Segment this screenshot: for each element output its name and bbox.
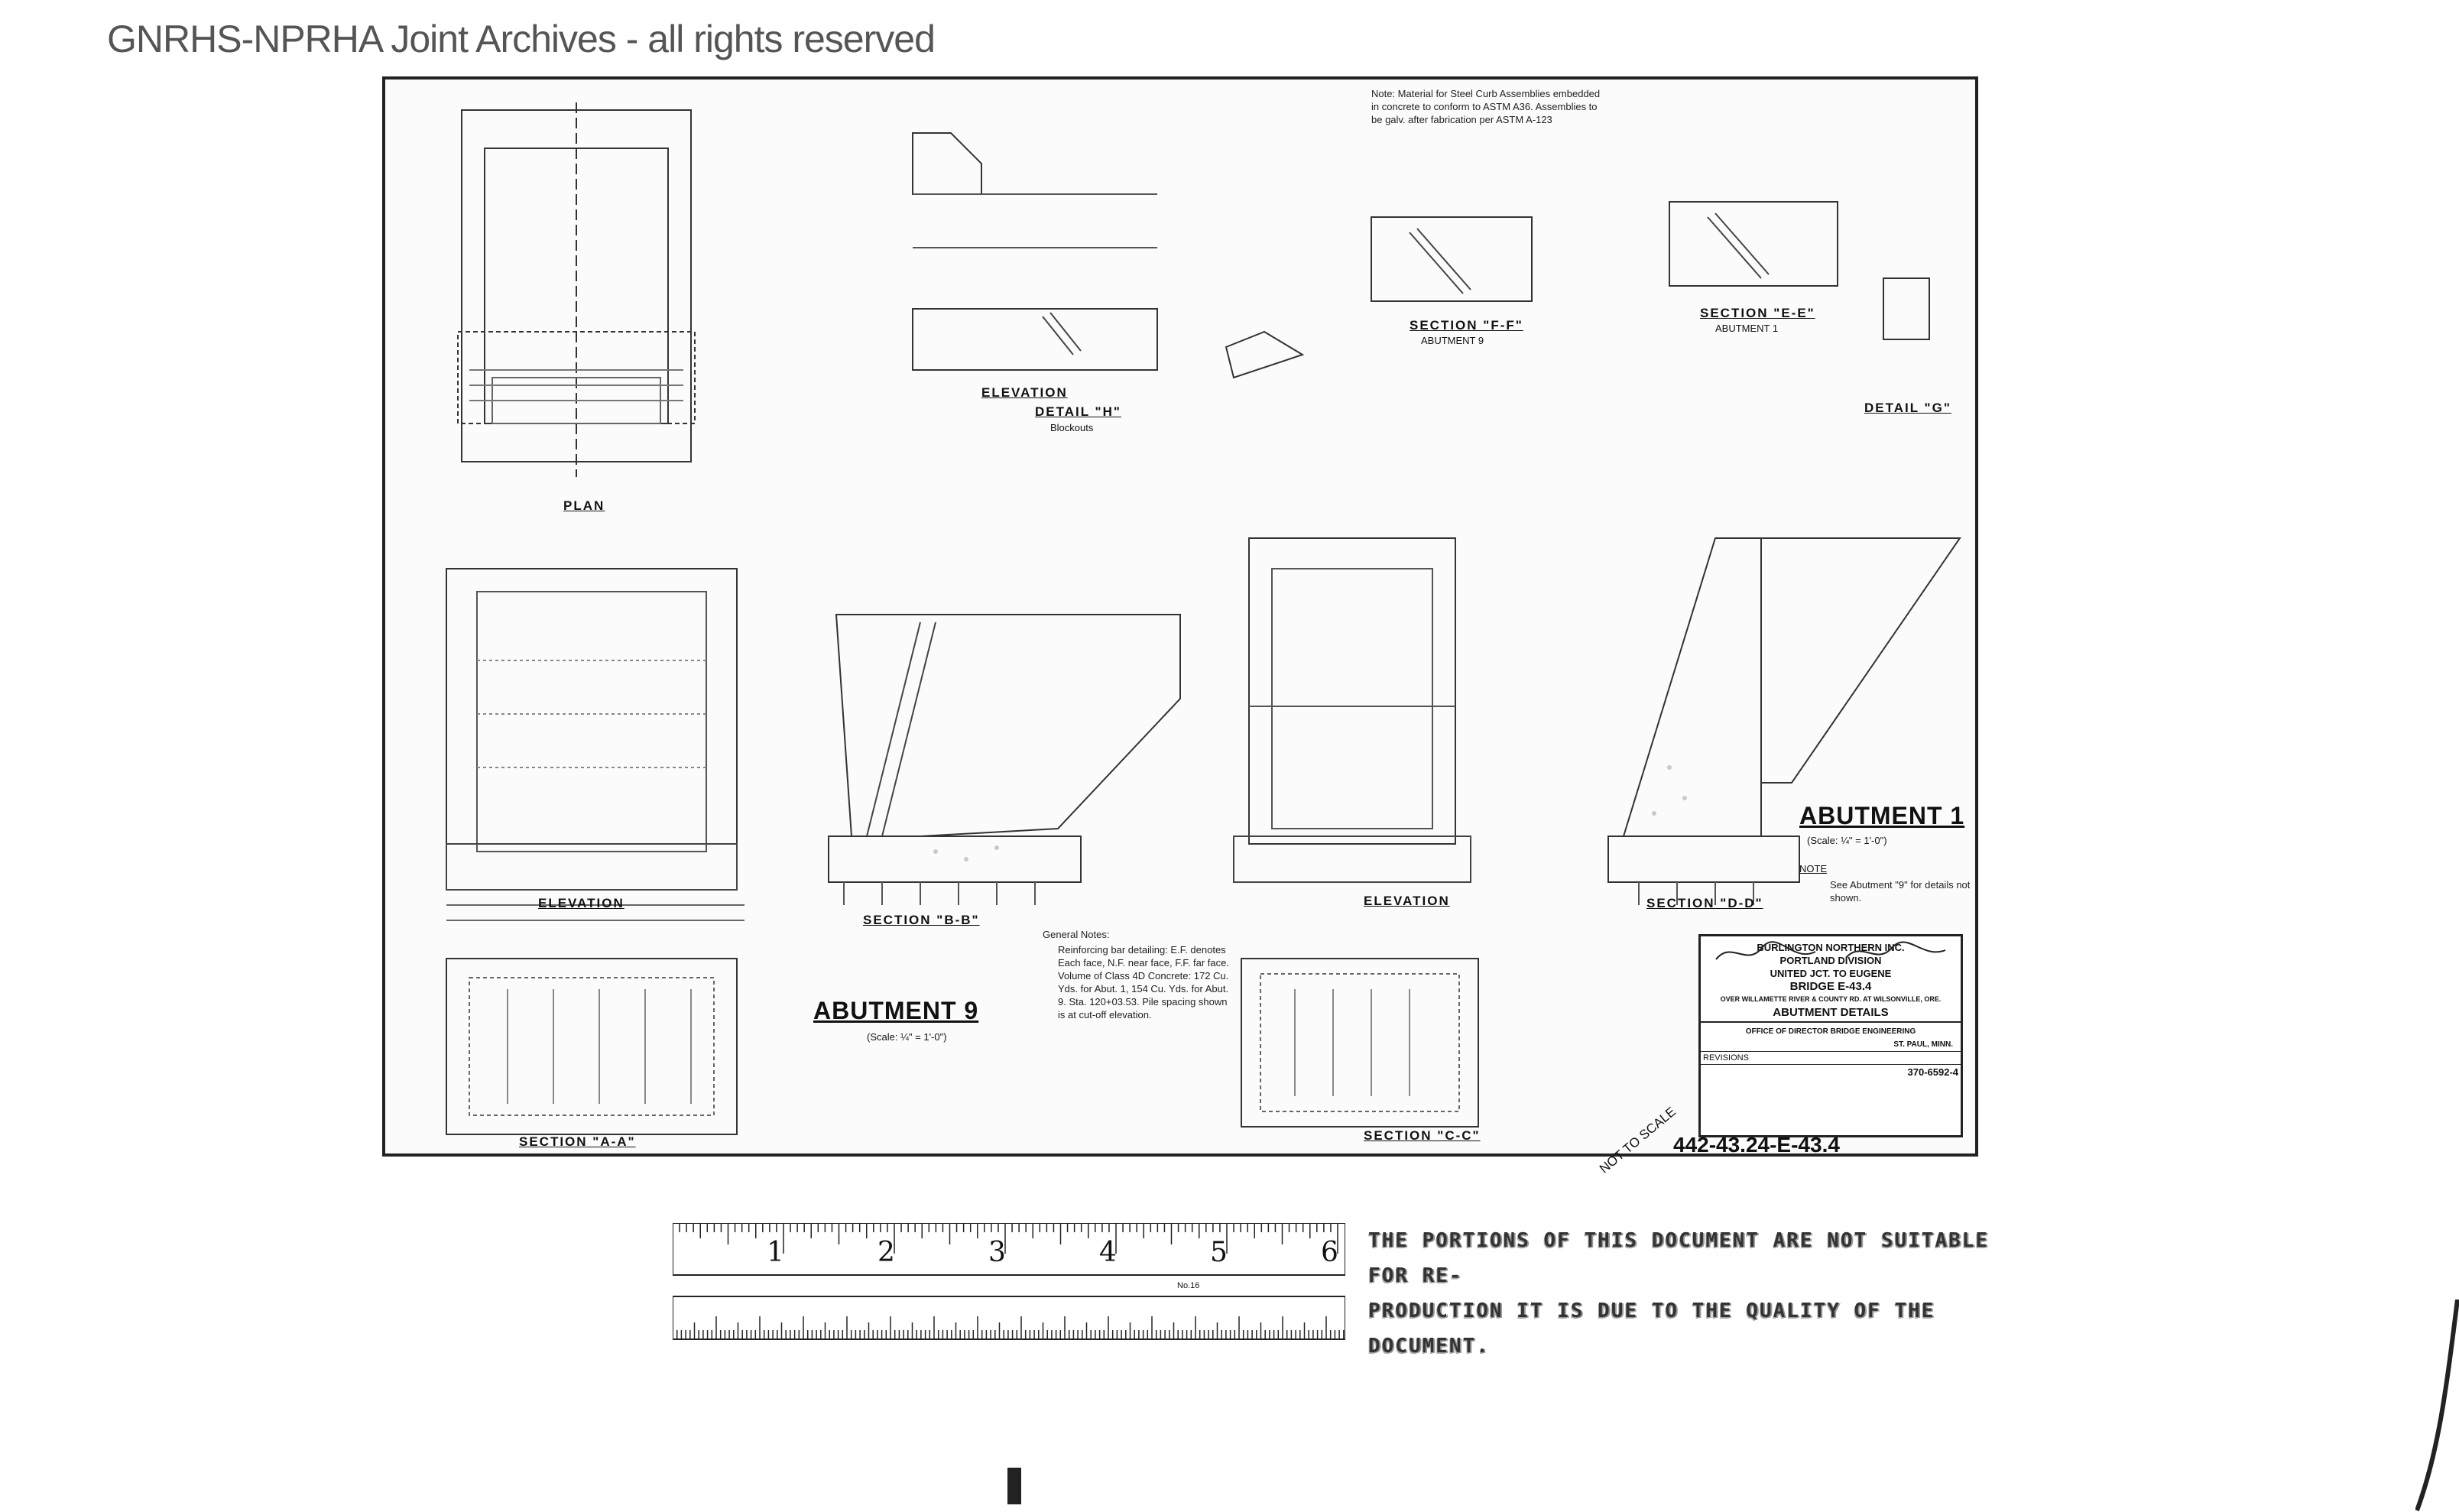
ruler-number-3: 3 [988,1237,1006,1268]
ruler-number-2: 2 [878,1237,895,1268]
registration-mark [1007,1468,1021,1504]
detail-h-blockout [1225,330,1305,379]
label-section-a: SECTION "A-A" [519,1134,636,1149]
tb-bridge: BRIDGE E-43.4 [1789,980,1872,993]
label-section-e-sub: ABUTMENT 1 [1715,323,1779,334]
tb-signatures [1715,941,1946,960]
section-c-outline [1241,958,1479,1128]
label-elevation-left: ELEVATION [538,896,624,910]
general-notes-body: Reinforcing bar detailing: E.F. denotes … [1058,944,1229,1020]
section-e-outline [1669,201,1838,287]
label-section-b: SECTION "B-B" [863,913,980,927]
scale-ruler: 1 2 3 4 5 6 No.16 [673,1223,1345,1345]
title-block: BURLINGTON NORTHERN INC. PORTLAND DIVISI… [1698,934,1963,1137]
section-b-outline [835,614,1181,837]
tb-plan-number: 370-6592-4 [1907,1066,1959,1078]
ruler-model: No.16 [1177,1281,1200,1290]
quality-notice-line-2: PRODUCTION IT IS DUE TO THE QUALITY OF T… [1368,1299,1935,1358]
abutment-1-scale: (Scale: ¼" = 1'-0") [1807,835,1887,846]
tb-revisions-row: REVISIONS [1701,1051,1961,1064]
note-abutment: See Abutment "9" for details not shown. [1830,879,1971,904]
label-section-d: SECTION "D-D" [1646,896,1763,910]
archive-header: GNRHS-NPRHA Joint Archives - all rights … [107,18,936,60]
tb-division: PORTLAND DIVISION [1779,955,1882,966]
section-a-outline [446,958,738,1135]
label-section-f: SECTION "F-F" [1410,318,1523,333]
tb-office: OFFICE OF DIRECTOR BRIDGE ENGINEERING [1745,1027,1916,1036]
label-elevation-mid: ELEVATION [1364,894,1450,908]
abutment-9-scale: (Scale: ¼" = 1'-0") [867,1031,947,1043]
detail-h-elevation [912,308,1158,371]
ruler-graphic [673,1223,1345,1340]
engineering-drawing-sheet: PLAN ELEVATION SECTION "A-A" SECTION "B-… [382,76,1978,1176]
ruler-number-4: 4 [1099,1237,1117,1268]
label-detail-h: DETAIL "H" [1035,404,1121,419]
tb-city: ST. PAUL, MINN. [1893,1040,1953,1049]
drawing-linework [446,102,1961,1135]
label-detail-g: DETAIL "G" [1864,401,1951,415]
general-notes-heading: General Notes: [1043,929,1110,940]
tb-revisions: REVISIONS [1703,1053,1749,1063]
tb-plan-row: 370-6592-4 [1701,1064,1961,1079]
label-section-c: SECTION "C-C" [1364,1128,1481,1143]
tb-location: OVER WILLAMETTE RIVER & COUNTY RD. AT WI… [1720,995,1942,1003]
label-detail-h-sub: Blockouts [1050,422,1094,433]
tb-sheet-title: ABUTMENT DETAILS [1773,1006,1889,1019]
material-note: Note: Material for Steel Curb Assemblies… [1371,88,1601,125]
section-b-footing [828,835,1082,883]
tb-subdivision: UNITED JCT. TO EUGENE [1770,968,1892,979]
label-elevation-h: ELEVATION [981,385,1068,400]
section-f-outline [1371,216,1533,302]
detail-g [1883,277,1930,340]
abutment-1-title: ABUTMENT 1 [1799,802,1965,829]
ruler-number-5: 5 [1210,1237,1228,1268]
section-d-footing [1607,835,1800,883]
elevation-left-outline [446,568,738,891]
label-section-f-sub: ABUTMENT 9 [1421,335,1484,346]
abutment-1-wingwall [1761,537,1961,784]
page-edge-curve [2415,1299,2459,1512]
ruler-number-6: 6 [1321,1237,1338,1268]
detail-h-plan [912,132,982,195]
abutment-9-title: ABUTMENT 9 [813,997,979,1024]
quality-notice-line-1: THE PORTIONS OF THIS DOCUMENT ARE NOT SU… [1368,1229,1990,1287]
note-heading: NOTE [1799,863,1828,874]
label-section-e: SECTION "E-E" [1700,306,1815,320]
label-plan: PLAN [563,498,605,513]
section-d-outline [1622,537,1762,837]
quality-notice: THE PORTIONS OF THIS DOCUMENT ARE NOT SU… [1368,1223,2010,1364]
elevation-mid-outline [1248,537,1456,845]
drawing-number: 442-43.24-E-43.4 [1673,1133,1840,1157]
ruler-number-1: 1 [767,1237,784,1268]
